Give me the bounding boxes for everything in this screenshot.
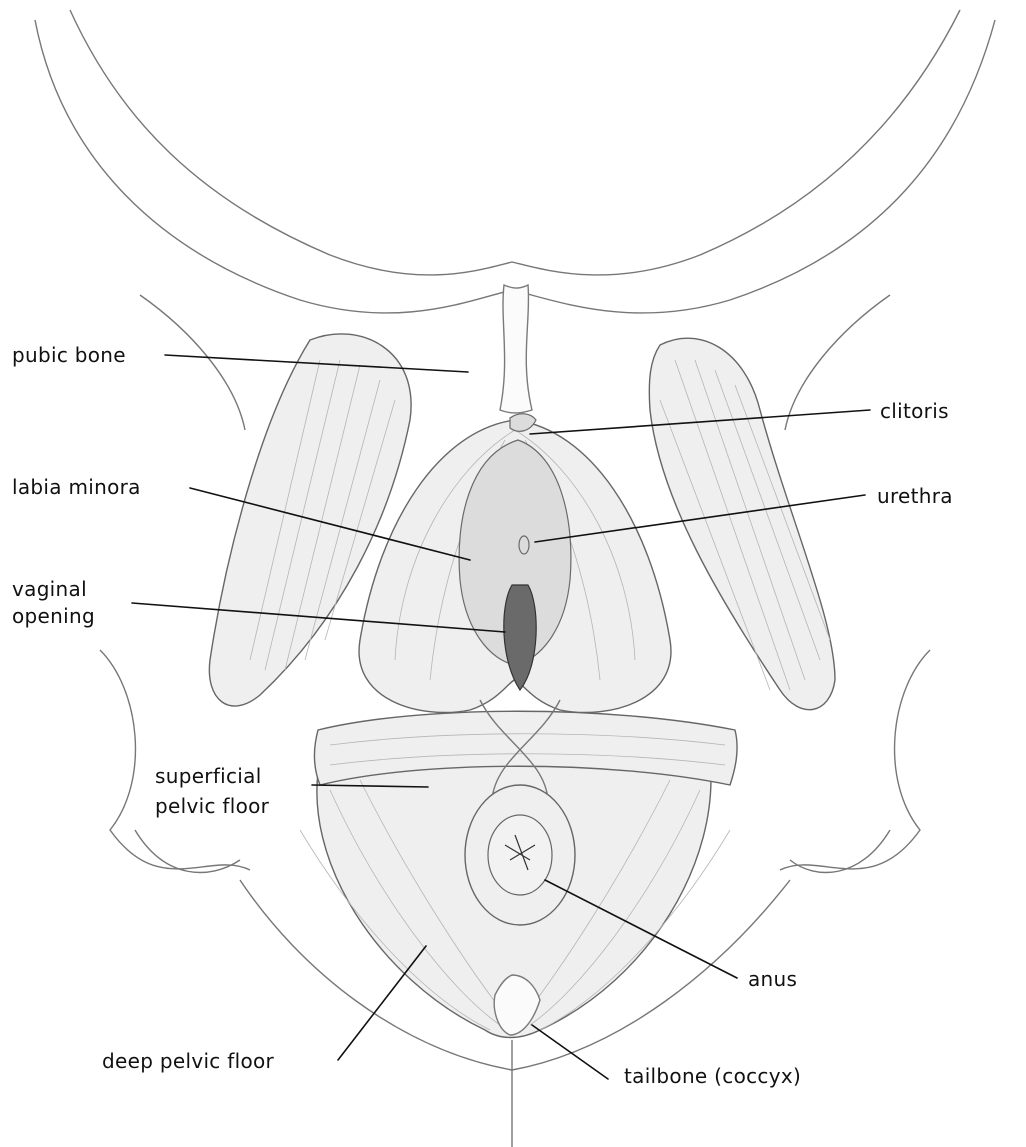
label-urethra: urethra — [877, 484, 953, 508]
label-labia-minora: labia minora — [12, 475, 141, 499]
anus — [465, 785, 575, 925]
label-vaginal-opening-1: vaginal — [12, 577, 87, 601]
label-clitoris: clitoris — [880, 399, 949, 423]
label-anus: anus — [748, 967, 797, 991]
right-ischial-muscle — [649, 338, 835, 709]
label-vaginal-opening-2: opening — [12, 604, 95, 628]
label-pubic-bone: pubic bone — [12, 343, 126, 367]
pubic-symphysis — [500, 285, 532, 413]
label-superficial-pelvic-floor-2: pelvic floor — [155, 794, 270, 818]
tailbone-leader — [532, 1025, 608, 1079]
label-superficial-pelvic-floor-1: superficial — [155, 764, 262, 788]
label-deep-pelvic-floor: deep pelvic floor — [102, 1049, 275, 1073]
urethra — [519, 536, 529, 554]
label-tailbone: tailbone (coccyx) — [624, 1064, 801, 1088]
deep-pelvic-floor-leader — [338, 946, 426, 1060]
